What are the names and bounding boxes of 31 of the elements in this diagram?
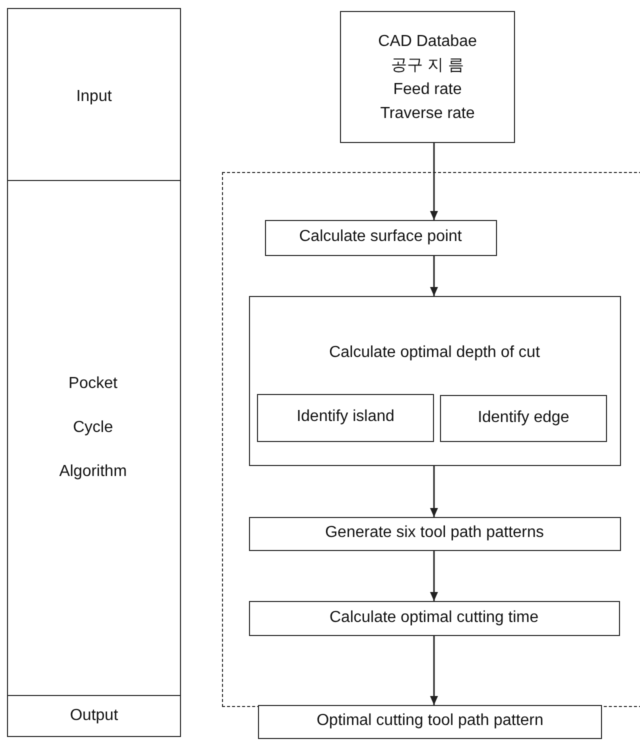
arrow [430, 636, 438, 705]
arrow [430, 551, 438, 601]
row-header-cell [7, 180, 181, 697]
box-label: Calculate surface point [298, 226, 463, 246]
box-label: Generate six tool path patterns [324, 522, 545, 542]
box-label: Traverse rate [379, 104, 476, 124]
box-label: CAD Databae [377, 32, 478, 52]
row-header-cell [7, 8, 181, 182]
process-box [248, 516, 620, 550]
box-label: Output [68, 706, 120, 726]
input-box [340, 11, 515, 143]
process-box [264, 220, 496, 256]
process-box [248, 600, 620, 636]
row-header-cell [7, 695, 181, 737]
box-label: Identify island [296, 407, 396, 427]
box-label: Pocket Cycle Algorithm [58, 374, 128, 482]
process-box [440, 395, 607, 442]
output-box [258, 705, 602, 739]
box-label: Input [75, 87, 113, 107]
arrow [430, 256, 438, 296]
box-label: Identify edge [476, 408, 570, 428]
dashed-group-box [222, 172, 640, 707]
process-box [248, 296, 620, 466]
box-label: Calculate optimal depth of cut [328, 342, 541, 362]
box-label: Calculate optimal cutting time [328, 608, 540, 628]
box-label: Optimal cutting tool path pattern [316, 711, 544, 731]
process-box [257, 394, 434, 442]
box-label: 공구 지 름 [390, 56, 465, 76]
arrow [430, 466, 438, 517]
box-label: Feed rate [392, 80, 463, 100]
arrow [430, 143, 438, 220]
